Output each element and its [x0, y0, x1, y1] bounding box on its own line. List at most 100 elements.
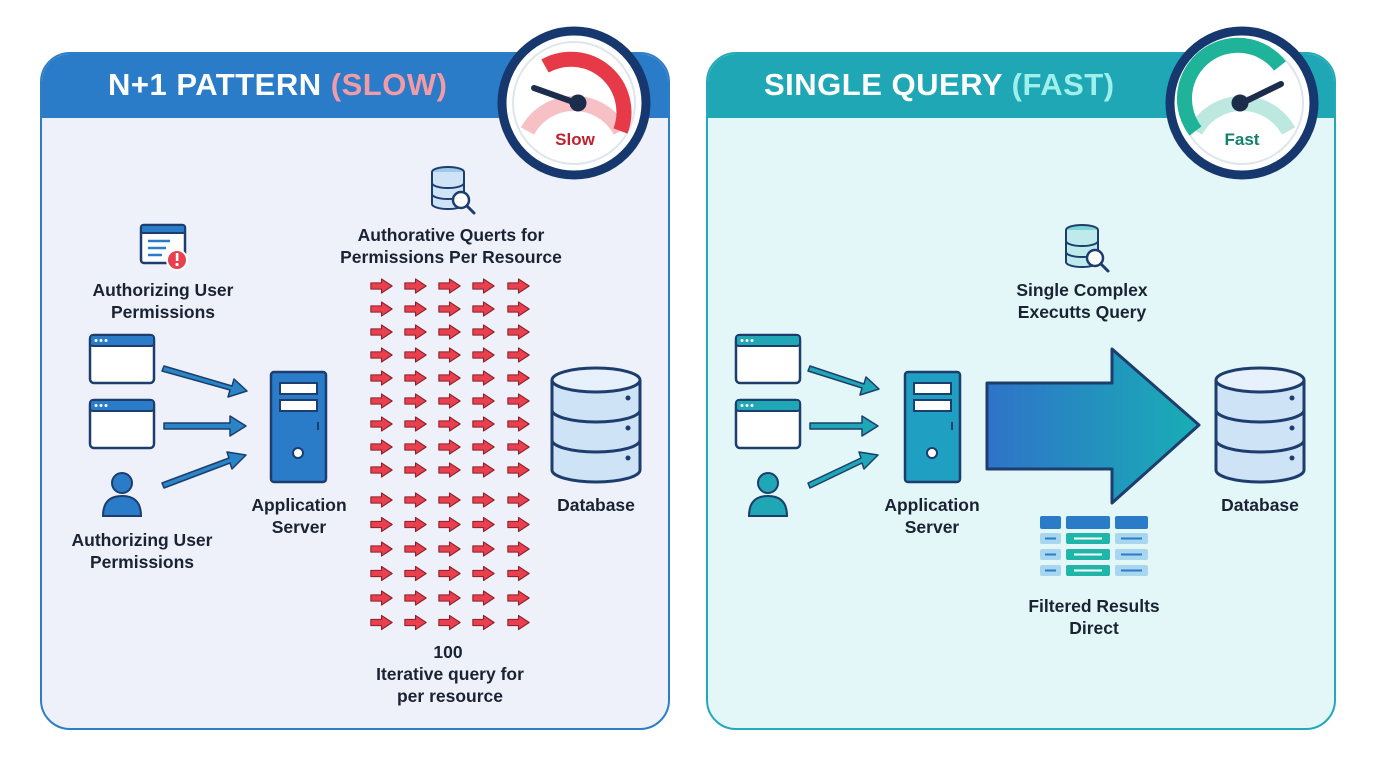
query-arrow-icon — [438, 347, 461, 363]
query-arrow-icon — [438, 462, 461, 478]
query-arrow-icon — [370, 301, 393, 317]
query-arrow-icon — [370, 393, 393, 409]
query-arrow-icon — [472, 614, 495, 631]
query-arrow-icon — [472, 439, 495, 455]
label-line: Permissions Per Resource — [340, 247, 562, 267]
title-main: N+1 PATTERN — [108, 67, 322, 102]
label-line: Executts Query — [1017, 302, 1147, 322]
single-query-arrow-icon — [985, 347, 1201, 505]
query-arrow-icon — [370, 324, 393, 340]
speedometer-icon: Fast — [1165, 26, 1319, 180]
query-arrow-icon — [404, 590, 427, 606]
query-arrow-icon — [404, 370, 427, 386]
query-arrow-icon — [472, 462, 495, 478]
query-arrow-icon — [507, 614, 530, 631]
query-arrow-icon — [472, 278, 495, 294]
query-arrow-grid — [370, 278, 530, 631]
database-label: Database — [1221, 495, 1299, 515]
query-arrow-icon — [404, 462, 427, 478]
server-icon — [269, 370, 328, 484]
query-arrow-icon — [472, 541, 495, 557]
query-arrow-icon — [507, 347, 530, 363]
query-arrow-icon — [507, 462, 530, 478]
query-arrow-icon — [438, 301, 461, 317]
query-arrow-icon — [370, 347, 393, 363]
query-arrow-icon — [404, 301, 427, 317]
query-arrow-icon — [507, 439, 530, 455]
label-line: Direct — [1069, 618, 1119, 638]
database-search-icon — [1065, 224, 1110, 273]
panel-title: SINGLE QUERY (FAST) — [764, 67, 1115, 103]
database-icon — [550, 366, 642, 484]
query-arrow-icon — [507, 590, 530, 606]
permissions-label-top: Authorizing User Permissions — [73, 279, 253, 323]
query-arrow-icon — [404, 278, 427, 294]
query-arrow-icon — [507, 565, 530, 582]
query-arrow-icon — [438, 614, 461, 631]
query-arrow-icon — [370, 492, 393, 508]
query-arrow-icon — [507, 516, 530, 533]
query-arrow-icon — [507, 541, 530, 557]
query-count-label: 100 — [433, 642, 463, 662]
query-arrow-icon — [507, 278, 530, 294]
label-line: Permissions — [110, 302, 216, 322]
query-arrow-icon — [370, 565, 393, 582]
query-arrow-icon — [472, 370, 495, 386]
app-server-label: Application Server — [239, 494, 359, 538]
query-arrow-icon — [472, 324, 495, 340]
app-server-label: Application Server — [872, 494, 992, 538]
browser-window-icon — [88, 333, 156, 385]
query-arrow-icon — [404, 347, 427, 363]
query-arrow-icon — [370, 462, 393, 478]
queries-label: Authorative Querts for Permissions Per R… — [320, 224, 582, 268]
query-arrow-icon — [507, 416, 530, 432]
query-arrow-icon — [472, 416, 495, 432]
label-line: Iterative query for — [376, 664, 524, 684]
query-arrow-icon — [370, 278, 393, 294]
query-arrow-icon — [507, 393, 530, 409]
query-arrow-icon — [404, 416, 427, 432]
label-line: Filtered Results — [1028, 596, 1160, 616]
speedometer-icon: Slow — [497, 26, 651, 180]
query-arrow-icon — [404, 492, 427, 508]
query-arrow-icon — [507, 492, 530, 508]
query-arrow-icon — [438, 516, 461, 533]
query-arrow-icon — [404, 541, 427, 557]
label-line: Authorative Querts for — [357, 225, 545, 245]
query-arrow-icon — [370, 614, 393, 631]
query-arrow-icon — [404, 439, 427, 455]
query-arrow-icon — [438, 565, 461, 582]
browser-window-icon — [734, 333, 802, 385]
gauge-label: Slow — [555, 130, 595, 149]
browser-window-icon — [88, 398, 156, 450]
query-arrow-icon — [370, 416, 393, 432]
query-arrow-icon — [438, 416, 461, 432]
query-arrow-icon — [404, 516, 427, 533]
query-arrow-icon — [438, 590, 461, 606]
arrow-icon — [807, 365, 880, 489]
query-arrow-icon — [404, 565, 427, 582]
query-arrow-icon — [507, 370, 530, 386]
single-query-label: Single Complex Executts Query — [992, 279, 1172, 323]
title-accent: (FAST) — [1011, 67, 1115, 102]
iterative-label: Iterative query for per resource — [350, 663, 550, 707]
query-arrow-icon — [370, 590, 393, 606]
query-arrow-icon — [472, 565, 495, 582]
query-arrow-icon — [438, 278, 461, 294]
query-arrow-icon — [472, 492, 495, 508]
alert-document-icon — [139, 223, 188, 271]
query-arrow-icon — [370, 541, 393, 557]
arrow-icon — [161, 365, 248, 489]
query-arrow-icon — [404, 614, 427, 631]
query-arrow-icon — [438, 541, 461, 557]
filtered-results-label: Filtered Results Direct — [1004, 595, 1184, 639]
query-arrow-icon — [438, 324, 461, 340]
query-arrow-icon — [404, 324, 427, 340]
user-icon — [101, 472, 143, 517]
query-arrow-icon — [507, 324, 530, 340]
query-arrow-icon — [472, 516, 495, 533]
query-arrow-icon — [472, 301, 495, 317]
gauge-label: Fast — [1225, 130, 1260, 149]
query-arrow-icon — [370, 439, 393, 455]
